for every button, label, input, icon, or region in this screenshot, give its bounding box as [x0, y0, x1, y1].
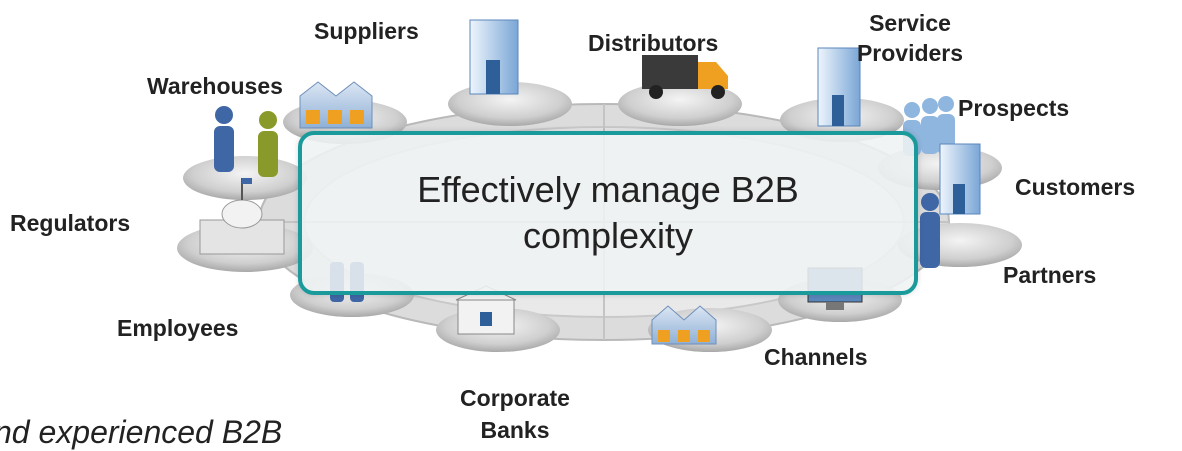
label-employees: Employees [117, 315, 239, 341]
warehouse-icon [651, 305, 717, 345]
building-icon [469, 19, 519, 95]
government-building-icon [199, 178, 285, 255]
label-partners: Partners [1003, 262, 1097, 288]
center-callout: Effectively manage B2B complexity [298, 131, 918, 295]
label-distributors: Distributors [588, 30, 719, 56]
center-callout-text: Effectively manage B2B complexity [417, 169, 799, 256]
label-prospects: Prospects [958, 95, 1070, 121]
warehouse-icon [299, 81, 373, 129]
label-service-providers: Service Providers [856, 10, 964, 66]
truck-icon [642, 55, 728, 99]
person-icon [920, 193, 940, 268]
footer-text: nd experienced B2B [0, 414, 283, 450]
building-icon [817, 47, 861, 127]
label-warehouses: Warehouses [147, 73, 283, 99]
people-icon [214, 106, 278, 177]
building-icon [939, 143, 981, 215]
label-corporate-banks: Corporate Banks [460, 385, 570, 443]
label-channels: Channels [764, 344, 868, 370]
label-regulators: Regulators [10, 210, 131, 236]
label-suppliers: Suppliers [314, 18, 419, 44]
label-customers: Customers [1015, 174, 1136, 200]
